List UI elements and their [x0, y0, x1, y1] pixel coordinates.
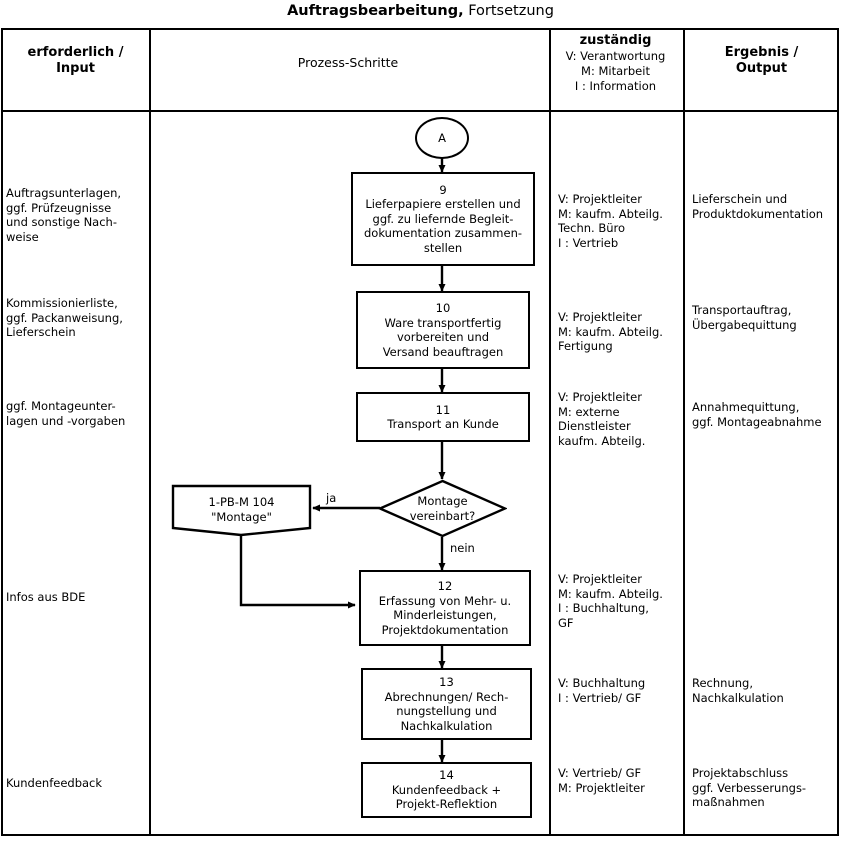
column-header-output-line1: Ergebnis /: [724, 45, 799, 60]
page-title-bold: Auftragsbearbeitung,: [287, 3, 464, 19]
input-note-row-4: Infos aus BDE: [6, 590, 86, 604]
responsible-note-row-1: V: Projektleiter M: kaufm. Abteilg. Tech…: [558, 192, 663, 250]
reference-document-code: 1-PB-M 104: [208, 495, 275, 509]
column-divider-responsible-output: [683, 30, 685, 834]
process-box-step-11-number: 11: [435, 402, 451, 417]
legend-information: I : Information: [574, 79, 657, 93]
process-box-step-13-number: 13: [439, 675, 454, 689]
process-box-step-9[interactable]: 9 Lieferpapiere erstellen und ggf. zu li…: [351, 172, 535, 266]
table-frame: [1, 28, 839, 836]
column-header-responsible-label: zuständig: [579, 33, 652, 48]
column-header-input-line1: erforderlich /: [27, 45, 124, 60]
page-title-regular: Fortsetzung: [468, 3, 554, 19]
branch-label-ja: ja: [326, 491, 337, 505]
output-note-row-5: Rechnung, Nachkalkulation: [692, 676, 784, 705]
process-box-step-10-text: Ware transportfertig vorbereiten und Ver…: [382, 315, 504, 359]
column-header-input-line2: Input: [56, 61, 95, 76]
input-note-row-2: Kommissionierliste, ggf. Packanweisung, …: [6, 296, 123, 339]
connector-circle-a-label: A: [438, 131, 446, 145]
output-note-row-3: Annahmequittung, ggf. Montageabnahme: [692, 400, 822, 429]
process-box-step-12-number: 12: [437, 579, 453, 593]
process-box-step-10-number: 10: [435, 301, 451, 315]
column-header-output: Ergebnis / Output: [684, 45, 839, 77]
branch-label-nein: nein: [450, 541, 475, 555]
output-note-row-6: Projektabschluss ggf. Verbesserungs- maß…: [692, 766, 807, 809]
decision-diamond-montage[interactable]: Montage vereinbart?: [378, 479, 507, 538]
column-header-responsible: zuständig V: Verantwortung M: Mitarbeit …: [549, 33, 682, 94]
column-header-process: Prozess-Schritte: [150, 55, 546, 71]
input-note-row-1: Auftragsunterlagen, ggf. Prüfzeugnisse u…: [6, 186, 122, 244]
column-header-process-label: Prozess-Schritte: [297, 55, 399, 70]
reference-document-montage[interactable]: 1-PB-M 104 "Montage": [171, 484, 312, 538]
responsible-note-row-4: V: Projektleiter M: kaufm. Abteilg. I : …: [558, 572, 663, 630]
process-box-step-11-text: Transport an Kunde: [387, 417, 499, 431]
input-note-row-3: ggf. Montageunter- lagen und -vorgaben: [6, 399, 126, 428]
reference-document-name: "Montage": [211, 510, 272, 524]
column-header-output-line2: Output: [735, 61, 788, 76]
process-box-step-9-text: Lieferpapiere erstellen und ggf. zu lief…: [363, 197, 523, 255]
process-box-step-13-text: Abrechnungen/ Rech- nungstellung und Nac…: [384, 689, 509, 733]
responsible-note-row-3: V: Projektleiter M: externe Dienstleiste…: [558, 390, 646, 448]
responsible-note-row-6: V: Vertrieb/ GF M: Projektleiter: [558, 766, 645, 795]
decision-diamond-label: Montage vereinbart?: [409, 494, 476, 523]
process-box-step-11[interactable]: 11 Transport an Kunde: [356, 392, 530, 442]
process-box-step-13[interactable]: 13 Abrechnungen/ Rech- nungstellung und …: [361, 668, 532, 740]
process-box-step-14-text: Kundenfeedback + Projekt-Reflektion: [391, 782, 502, 812]
input-note-row-6: Kundenfeedback: [6, 776, 103, 790]
responsible-note-row-2: V: Projektleiter M: kaufm. Abteilg. Fert…: [558, 310, 663, 353]
legend-mitarbeit: M: Mitarbeit: [581, 64, 650, 78]
process-box-step-14[interactable]: 14 Kundenfeedback + Projekt-Reflektion: [361, 762, 532, 818]
connector-circle-a[interactable]: A: [415, 117, 469, 159]
reference-document-labels: 1-PB-M 104 "Montage": [171, 484, 312, 536]
output-note-row-2: Transportauftrag, Übergabequittung: [692, 303, 797, 332]
output-note-row-1: Lieferschein und Produktdokumentation: [692, 192, 824, 221]
header-row-divider: [3, 110, 837, 112]
legend-verantwortung: V: Verantwortung: [565, 49, 666, 63]
page-title: Auftragsbearbeitung, Fortsetzung: [0, 2, 841, 20]
process-box-step-10[interactable]: 10 Ware transportfertig vorbereiten und …: [356, 291, 530, 369]
column-divider-process-responsible: [549, 30, 551, 834]
column-divider-input-process: [149, 30, 151, 834]
process-box-step-12-text: Erfassung von Mehr- u. Minderleistungen,…: [378, 593, 512, 637]
process-box-step-9-number: 9: [439, 182, 447, 197]
responsible-note-row-5: V: Buchhaltung I : Vertrieb/ GF: [558, 676, 646, 705]
process-box-step-12[interactable]: 12 Erfassung von Mehr- u. Minderleistung…: [359, 570, 531, 646]
process-box-step-14-number: 14: [439, 768, 454, 783]
column-header-input: erforderlich / Input: [2, 45, 149, 77]
